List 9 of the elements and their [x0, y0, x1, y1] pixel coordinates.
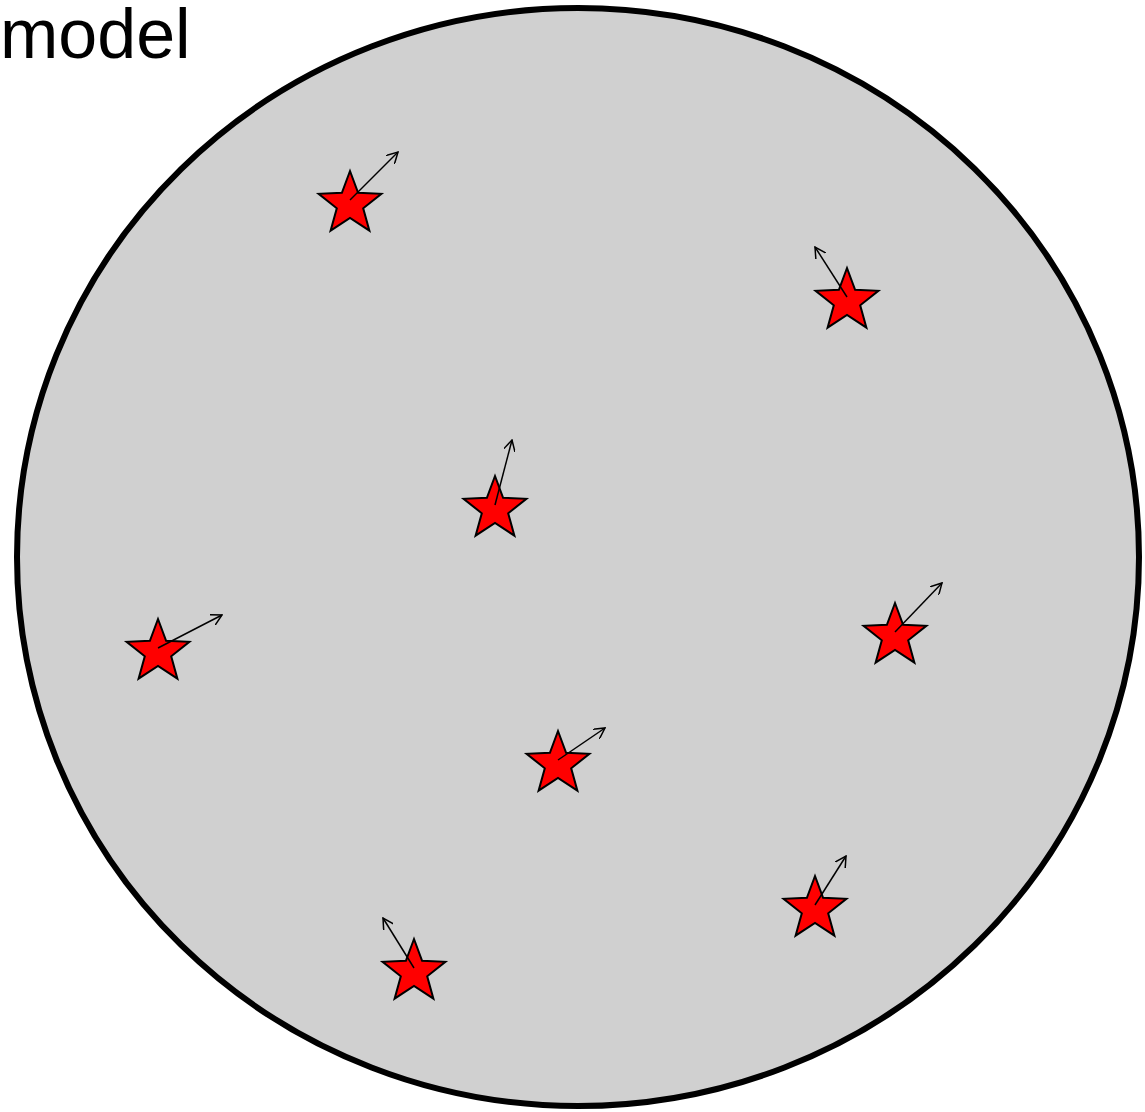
star-marker	[524, 726, 592, 794]
star-marker	[781, 871, 849, 939]
model-label: model	[0, 0, 191, 74]
star-marker	[813, 263, 881, 331]
star-marker	[861, 598, 929, 666]
star-marker	[461, 471, 529, 539]
star-marker	[124, 614, 192, 682]
star-marker	[316, 166, 384, 234]
star-marker	[380, 934, 448, 1002]
